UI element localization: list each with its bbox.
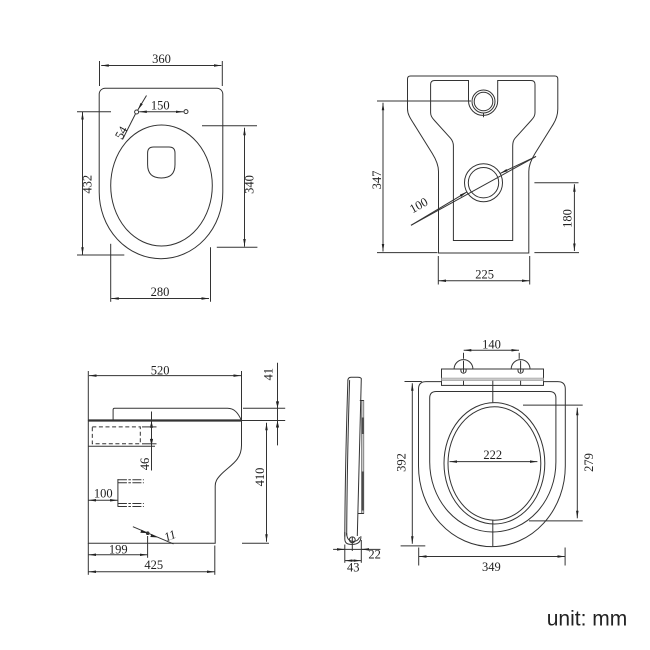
svg-text:180: 180 <box>561 209 575 228</box>
svg-text:432: 432 <box>81 175 95 194</box>
svg-text:46: 46 <box>138 458 152 471</box>
svg-text:349: 349 <box>482 560 501 574</box>
svg-text:unit: mm: unit: mm <box>547 608 628 631</box>
svg-text:140: 140 <box>482 337 501 351</box>
svg-text:222: 222 <box>483 448 502 462</box>
svg-text:520: 520 <box>151 363 170 377</box>
svg-text:425: 425 <box>144 558 163 572</box>
svg-text:100: 100 <box>94 486 113 500</box>
svg-text:41: 41 <box>262 368 276 381</box>
svg-text:280: 280 <box>151 285 170 299</box>
svg-text:11: 11 <box>162 527 178 544</box>
svg-text:150: 150 <box>151 98 170 112</box>
svg-text:225: 225 <box>475 267 494 281</box>
svg-text:279: 279 <box>582 453 596 472</box>
svg-text:347: 347 <box>370 171 384 190</box>
svg-text:54: 54 <box>112 123 131 141</box>
svg-text:43: 43 <box>347 560 360 574</box>
svg-text:340: 340 <box>242 175 256 194</box>
svg-text:360: 360 <box>152 52 171 66</box>
svg-text:392: 392 <box>394 453 408 472</box>
svg-text:199: 199 <box>109 543 128 557</box>
svg-text:22: 22 <box>368 548 381 562</box>
svg-text:100: 100 <box>407 195 430 216</box>
svg-text:410: 410 <box>253 468 267 487</box>
